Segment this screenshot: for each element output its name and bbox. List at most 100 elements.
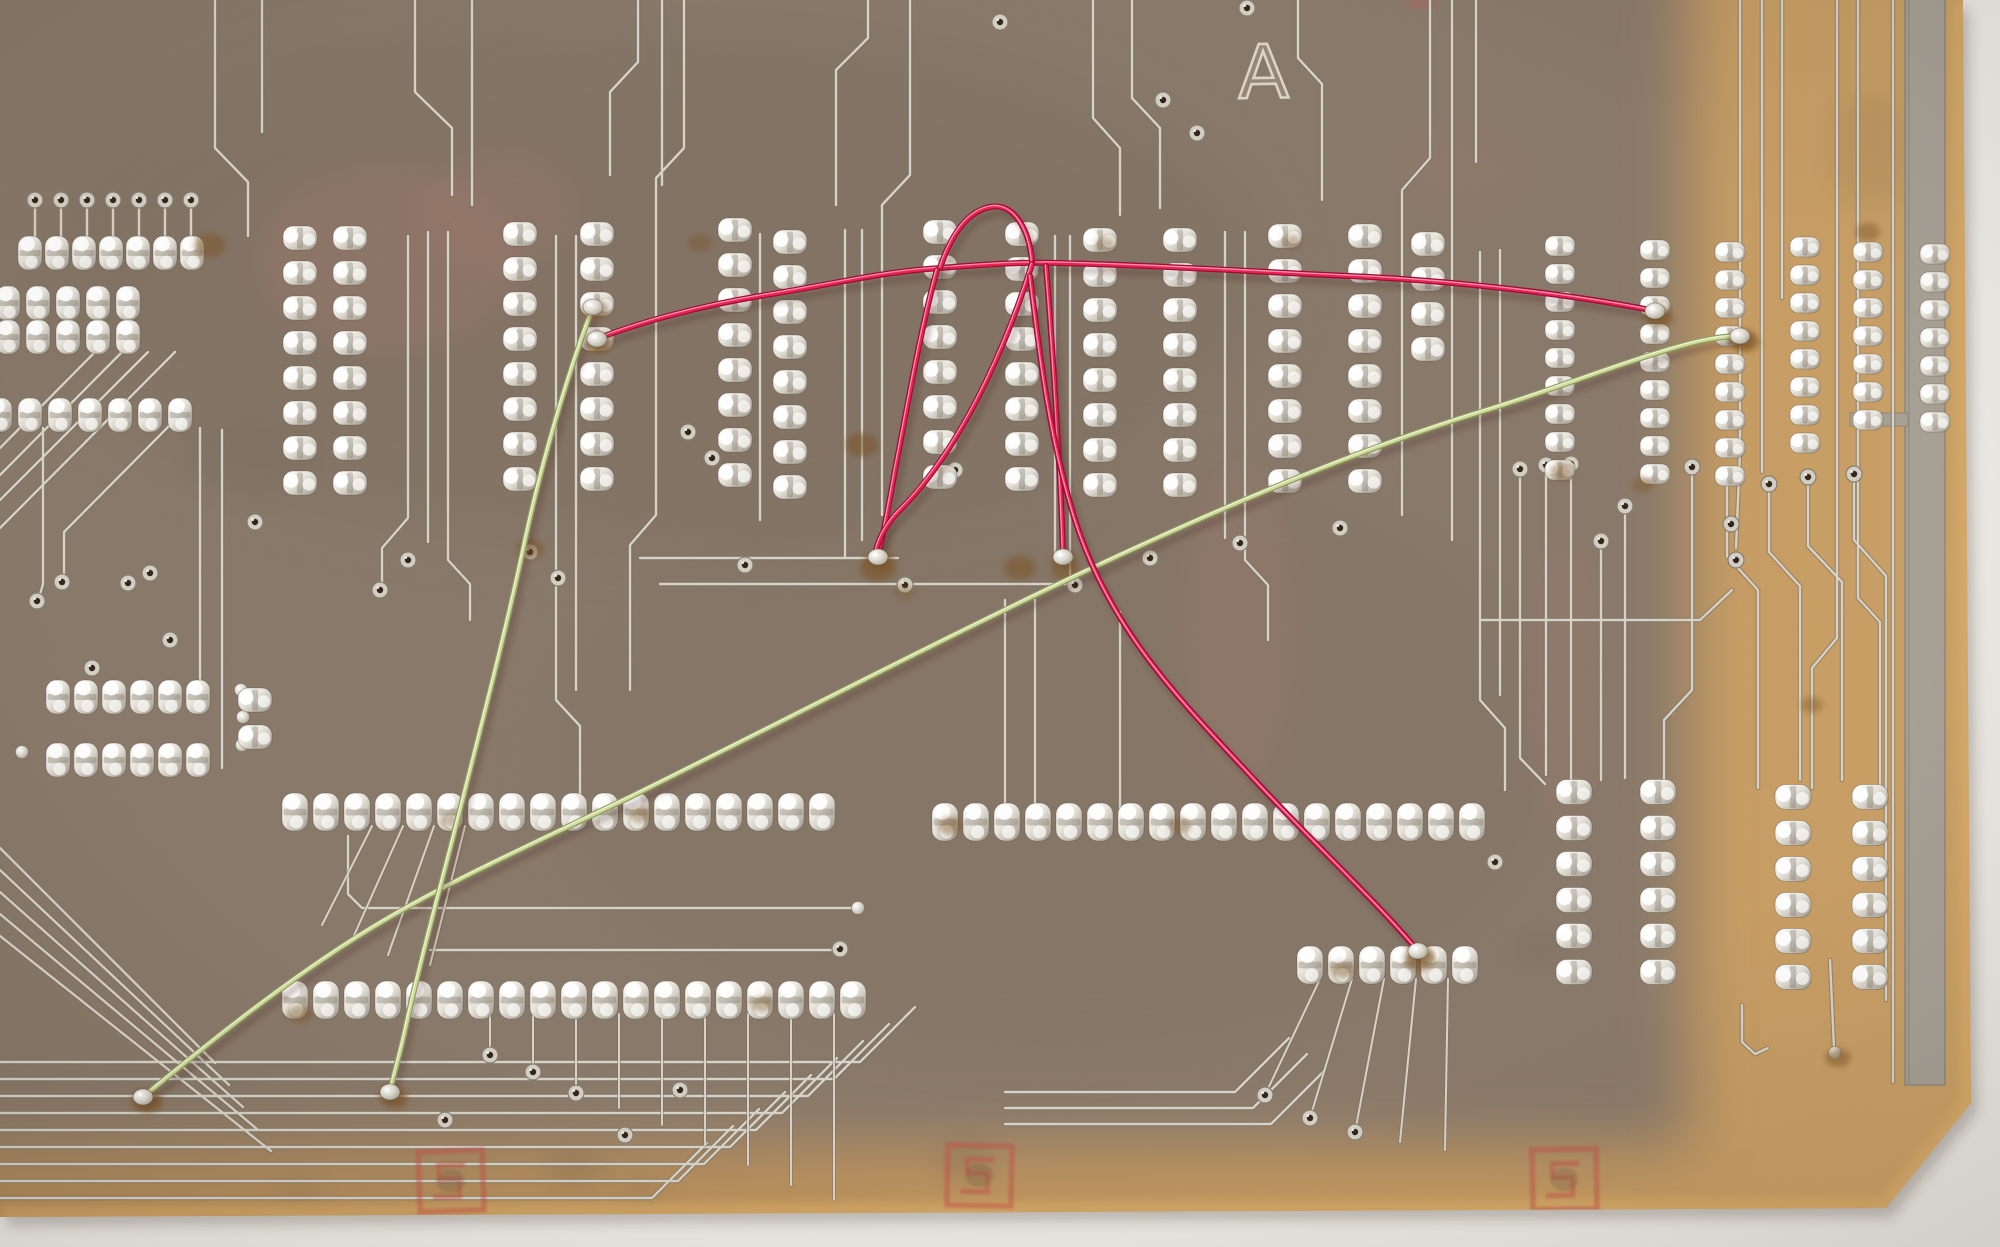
solder-joint: [47, 397, 73, 433]
solder-joint: [129, 679, 155, 715]
solder-joint: [1789, 320, 1821, 342]
solder-joint: [1639, 407, 1671, 429]
via-pad: [567, 1084, 585, 1102]
solder-joint: [282, 365, 318, 391]
solder-joint: [101, 742, 127, 778]
solder-joint: [1919, 271, 1951, 293]
solder-joint: [1555, 779, 1593, 805]
solder-joint: [85, 319, 111, 355]
solder-joint: [1851, 856, 1889, 882]
solder-joint: [1919, 411, 1951, 433]
solder-dot: [15, 745, 29, 759]
solder-joint: [73, 742, 99, 778]
solder-joint: [129, 742, 155, 778]
solder-joint: [1162, 227, 1198, 253]
solder-joint: [343, 792, 371, 832]
solder-joint: [808, 792, 836, 832]
solder-joint: [1004, 466, 1040, 492]
solder-joint: [579, 396, 615, 422]
solder-joint: [115, 319, 141, 355]
solder-dot: [851, 901, 865, 915]
solder-joint: [1714, 269, 1746, 291]
solder-joint: [715, 980, 743, 1020]
solder-dot: [236, 710, 250, 724]
solder-joint: [1055, 802, 1083, 842]
solder-joint: [808, 980, 836, 1020]
solder-joint: [281, 792, 309, 832]
solder-pad-column: [1714, 241, 1746, 487]
solder-joint: [1714, 297, 1746, 319]
solder-joint: [332, 330, 368, 356]
solder-joint: [1714, 241, 1746, 263]
solder-joint: [772, 334, 808, 360]
solder-joint: [717, 462, 753, 488]
solder-joint: [772, 264, 808, 290]
solder-joint: [1774, 892, 1812, 918]
solder-joint: [653, 792, 681, 832]
solder-joint: [1162, 367, 1198, 393]
solder-joint: [498, 980, 526, 1020]
solder-joint: [1852, 353, 1884, 375]
solder-joint: [1082, 297, 1118, 323]
solder-joint: [1347, 398, 1383, 424]
solder-joint: [374, 792, 402, 832]
via-pad: [156, 191, 174, 209]
solder-joint: [1714, 381, 1746, 403]
via-pad: [1486, 853, 1504, 871]
solder-joint: [332, 225, 368, 251]
solder-joint: [1082, 472, 1118, 498]
via-pad: [53, 573, 71, 591]
solder-joint: [1347, 293, 1383, 319]
solder-joint: [1004, 431, 1040, 457]
solder-joint: [332, 435, 368, 461]
board-markings: A: [1236, 28, 1291, 117]
solder-joint: [332, 365, 368, 391]
solder-joint: [772, 474, 808, 500]
solder-joint: [962, 802, 990, 842]
solder-joint: [282, 225, 318, 251]
solder-joint: [77, 397, 103, 433]
solder-joint: [715, 792, 743, 832]
solder-joint: [1082, 332, 1118, 358]
solder-joint: [684, 792, 712, 832]
solder-joint: [502, 221, 538, 247]
solder-joint: [467, 792, 495, 832]
solder-joint: [1639, 379, 1671, 401]
solder-joint: [502, 431, 538, 457]
solder-joint: [0, 397, 13, 433]
solder-joint: [1919, 355, 1951, 377]
solder-joint: [1639, 923, 1677, 949]
via-pad: [26, 191, 44, 209]
solder-joint: [332, 400, 368, 426]
solder-joint: [1639, 323, 1671, 345]
solder-joint: [717, 217, 753, 243]
solder-joint: [1555, 851, 1593, 877]
solder-joint: [591, 980, 619, 1020]
solder-joint: [746, 792, 774, 832]
via-pad: [1346, 1123, 1364, 1141]
solder-joint: [185, 679, 211, 715]
solder-joint: [185, 742, 211, 778]
solder-joint: [125, 235, 151, 271]
via-pad: [1727, 551, 1745, 569]
via-pad: [1683, 458, 1701, 476]
solder-joint: [25, 285, 51, 321]
solder-joint: [1347, 363, 1383, 389]
solder-joint: [1919, 243, 1951, 265]
solder-joint: [502, 466, 538, 492]
solder-joint: [1267, 328, 1303, 354]
via-pad: [161, 631, 179, 649]
solder-joint: [1555, 815, 1593, 841]
solder-joint: [1851, 964, 1889, 990]
via-pad: [1845, 465, 1863, 483]
solder-joint: [1852, 381, 1884, 403]
solder-joint: [502, 361, 538, 387]
solder-joint: [1774, 820, 1812, 846]
solder-joint: [717, 357, 753, 383]
solder-joint: [529, 980, 557, 1020]
solder-joint: [1919, 383, 1951, 405]
via-pad: [141, 564, 159, 582]
solder-joint: [777, 792, 805, 832]
solder-joint: [85, 285, 111, 321]
